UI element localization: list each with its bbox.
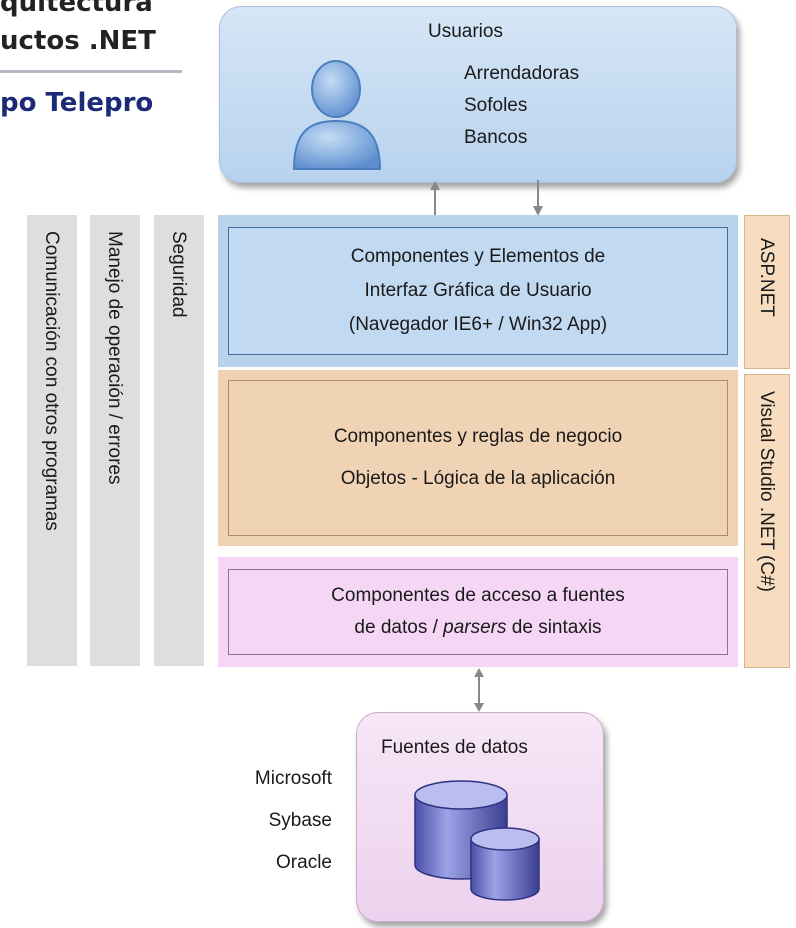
users-item-arrendadoras: Arrendadoras <box>464 63 580 84</box>
column-comunicacion: Comunicación con otros programas <box>27 215 77 666</box>
ui-layer: Componentes y Elementos de Interfaz Gráf… <box>218 215 738 367</box>
data-access-layer: Componentes de acceso a fuentes de datos… <box>218 557 738 667</box>
vendor-microsoft: Microsoft <box>254 768 332 789</box>
data-access-layer-box: Componentes de acceso a fuentes de datos… <box>228 569 728 655</box>
tech-visual-studio-label: Visual Studio .NET (C#) <box>756 391 777 592</box>
column-seguridad: Seguridad <box>154 215 204 666</box>
ui-layer-box: Componentes y Elementos de Interfaz Gráf… <box>228 227 728 355</box>
vendor-sybase: Sybase <box>268 810 332 831</box>
ui-layer-line-2: Interfaz Gráfica de Usuario <box>364 280 592 301</box>
users-card: Usuarios Arrendadoras Sofoles Bancos <box>219 6 737 183</box>
business-layer: Componentes y reglas de negocio Objetos … <box>218 370 738 546</box>
data-access-line-2-emphasis: parsers <box>443 617 507 638</box>
header-line-3: po Telepro <box>0 88 154 118</box>
database-icon <box>414 780 540 901</box>
data-access-line-2-post: de sintaxis <box>506 617 602 638</box>
header-divider <box>0 70 182 73</box>
column-manejo-label: Manejo de operación / errores <box>104 231 125 485</box>
business-layer-line-2: Objetos - Lógica de la aplicación <box>340 468 616 489</box>
data-access-line-1: Componentes de acceso a fuentes <box>331 585 625 606</box>
ui-layer-line-3: (Navegador IE6+ / Win32 App) <box>348 314 608 335</box>
header-line-1: quitectura <box>0 0 153 18</box>
user-silhouette-icon <box>292 60 382 170</box>
tech-asp-net-label: ASP.NET <box>756 238 777 317</box>
data-access-line-2: de datos / parsers de sintaxis <box>354 612 601 644</box>
users-item-bancos: Bancos <box>464 127 528 148</box>
data-bidirectional-arrow <box>474 668 484 712</box>
vendor-oracle: Oracle <box>276 852 332 873</box>
data-access-line-2-pre: de datos / <box>354 617 444 638</box>
header-line-2: uctos .NET <box>0 26 156 56</box>
column-comunicacion-label: Comunicación con otros programas <box>41 231 62 531</box>
business-layer-box: Componentes y reglas de negocio Objetos … <box>228 380 728 536</box>
column-manejo: Manejo de operación / errores <box>90 215 140 666</box>
users-ui-arrows <box>430 180 543 218</box>
tech-asp-net: ASP.NET <box>744 215 790 369</box>
column-seguridad-label: Seguridad <box>168 231 189 318</box>
users-title: Usuarios <box>428 21 503 42</box>
business-layer-line-1: Componentes y reglas de negocio <box>333 426 623 447</box>
data-sources-card: Fuentes de datos <box>356 712 604 922</box>
data-sources-title: Fuentes de datos <box>381 737 528 758</box>
tech-visual-studio: Visual Studio .NET (C#) <box>744 374 790 668</box>
ui-layer-line-1: Componentes y Elementos de <box>350 246 606 267</box>
users-item-sofoles: Sofoles <box>464 95 528 116</box>
